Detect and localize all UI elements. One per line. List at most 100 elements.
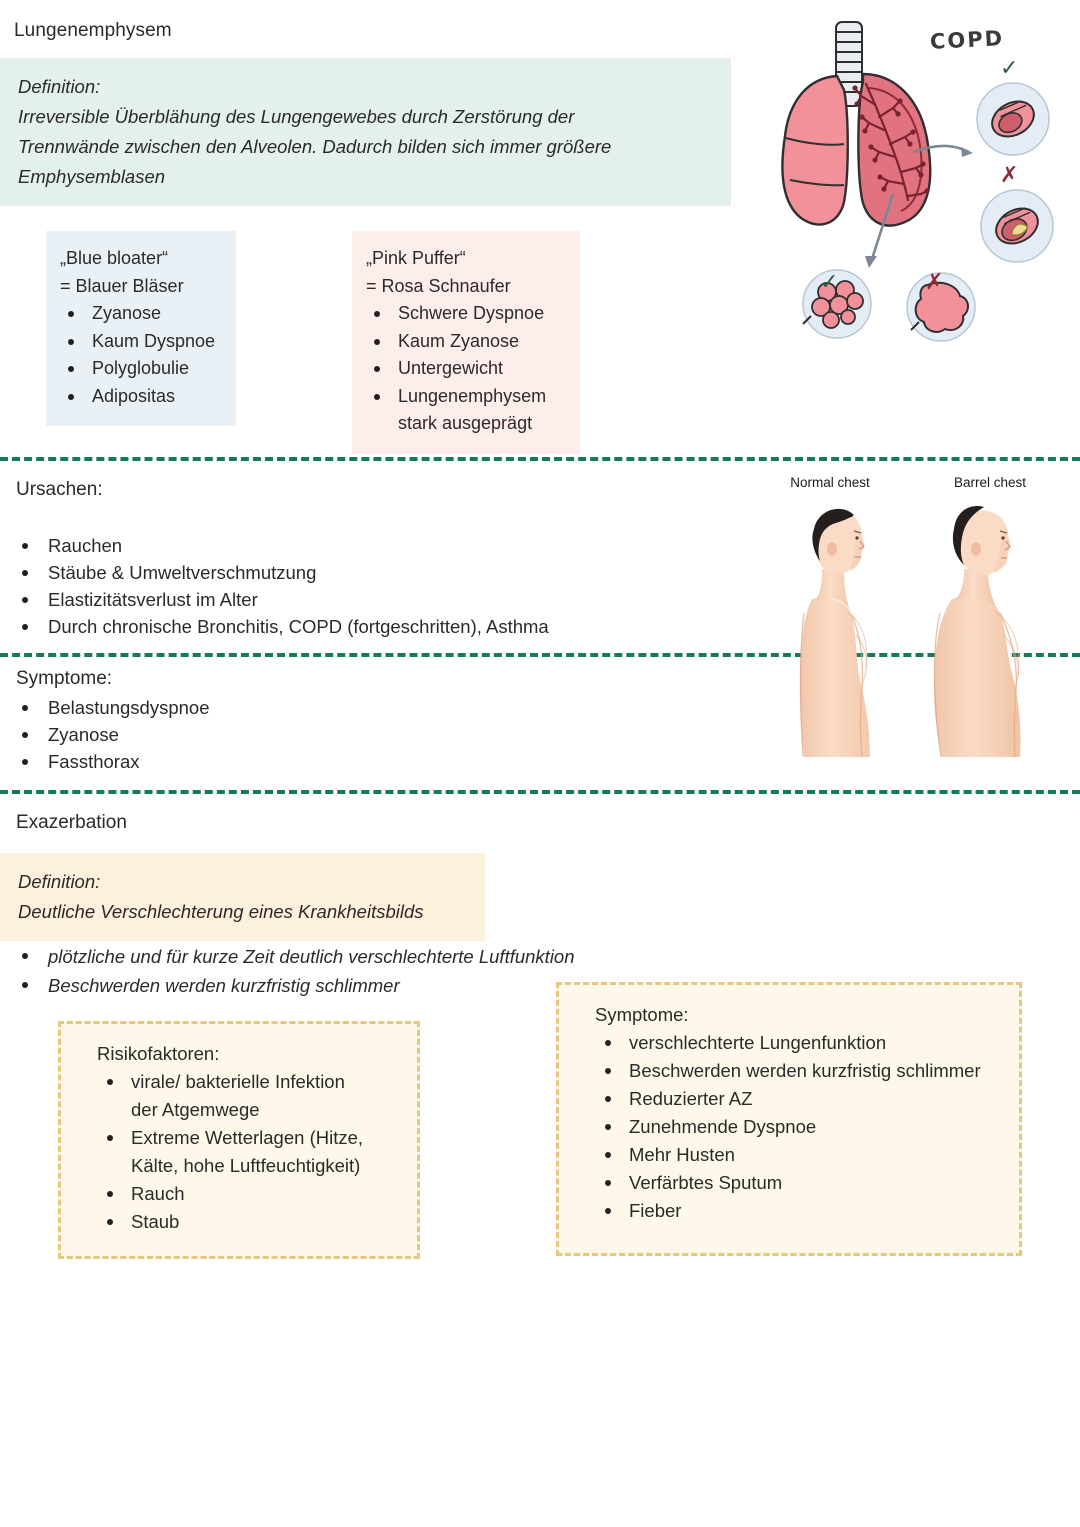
symptome-exazerbation-label: Symptome: [595,1004,689,1025]
list-item: Polyglobulie [60,355,222,383]
list-item: verschlechterte Lungenfunktion [577,1029,1003,1057]
bullet-icon [22,759,28,765]
list-item: Elastizitätsverlust im Alter [12,586,712,613]
pink-puffer-subheading: = Rosa Schnaufer [366,275,511,296]
exazerbation-bullet-list: plötzliche und für kurze Zeit deutlich v… [12,942,692,1000]
list-item: Verfärbtes Sputum [577,1169,1003,1197]
bullet-icon [605,1208,611,1214]
list-item-label-continued: der Atgemwege [131,1099,260,1120]
risikofaktoren-box: Risikofaktoren: virale/ bakterielle Infe… [58,1021,420,1259]
list-item-label: Verfärbtes Sputum [629,1172,783,1193]
symptome-emphysem-list: Belastungsdyspnoe Zyanose Fassthorax [12,694,512,775]
list-item-label: Zyanose [92,303,162,323]
list-item: Mehr Husten [577,1141,1003,1169]
cross-mark-icon-alveoli: ✗ [925,270,944,295]
list-item: Adipositas [60,383,222,411]
bullet-icon [605,1040,611,1046]
blue-bloater-list: Zyanose Kaum Dyspnoe Polyglobulie Adipos… [60,300,222,410]
list-item: Staub [79,1208,401,1236]
list-item-label: Untergewicht [398,358,504,378]
symptome-emphysem-label: Symptome: [16,668,113,689]
bullet-icon [68,366,74,372]
normal-chest-caption: Normal chest [790,475,870,490]
list-item: Schwere Dyspnoe [366,300,566,328]
list-item: Zyanose [12,721,512,748]
list-item-label: Beschwerden werden kurzfristig schlimmer [629,1060,981,1081]
bullet-icon [107,1135,113,1141]
bullet-icon [68,338,74,345]
list-item-label: Polyglobulie [92,358,190,378]
list-item-label-continued: stark ausgeprägt [398,413,533,433]
bullet-icon [605,1124,611,1130]
list-item-label: Elastizitätsverlust im Alter [48,589,258,610]
list-item-label: Beschwerden werden kurzfristig schlimmer [48,975,400,996]
list-item: Fassthorax [12,748,512,775]
list-item: Kaum Zyanose [366,328,566,356]
definition-line-1: Irreversible Überblähung des Lungengeweb… [18,106,575,127]
list-item-label: Schwere Dyspnoe [398,303,545,323]
list-item-label: Rauchen [48,535,123,556]
list-item-label: Adipositas [92,385,176,406]
section-divider-3 [0,790,1080,794]
list-item-label: Rauch [131,1183,185,1204]
bullet-icon [22,705,28,711]
list-item-label: Mehr Husten [629,1144,735,1165]
check-mark-icon-bronchiole: ✓ [1000,56,1019,81]
bullet-icon [605,1152,611,1158]
bullet-icon [22,732,28,738]
ursachen-list: Rauchen Stäube & Umweltverschmutzung Ela… [12,532,712,640]
check-mark-icon-alveoli: ✓ [820,270,839,295]
bullet-icon [22,624,28,630]
blue-bloater-box: „Blue bloater“ = Blauer Bläser Zyanose K… [46,231,236,426]
list-item: Beschwerden werden kurzfristig schlimmer [577,1057,1003,1085]
symptome-exazerbation-box: Symptome: verschlechterte Lungenfunktion… [556,982,1022,1256]
bullet-icon [605,1180,611,1186]
list-item-label: Extreme Wetterlagen (Hitze, [131,1127,364,1148]
list-item: Extreme Wetterlagen (Hitze, Kälte, hohe … [79,1124,401,1180]
blue-bloater-heading: „Blue bloater“ [60,248,169,268]
definition-line-1: Deutliche Verschlechterung eines Krankhe… [18,901,424,922]
list-item: Belastungsdyspnoe [12,694,512,721]
list-item-label: Kaum Zyanose [398,330,520,351]
bullet-icon [22,597,28,603]
list-item: Lungenemphysem stark ausgeprägt [366,383,566,438]
bullet-icon [374,338,380,345]
barrel-chest-caption: Barrel chest [953,475,1027,490]
list-item-label: Staub [131,1211,180,1232]
list-item: Beschwerden werden kurzfristig schlimmer [12,971,692,1000]
bullet-icon [68,311,74,317]
cross-mark-icon-bronchiole: ✗ [1000,163,1019,188]
definition-lungenemphysem-box: Definition: Irreversible Überblähung des… [0,58,731,206]
bullet-icon [22,982,28,988]
list-item-label: Fassthorax [48,751,140,772]
list-item-label: virale/ bakterielle Infektion [131,1071,345,1092]
list-item-label: Stäube & Umweltverschmutzung [48,562,317,583]
bullet-icon [68,393,74,400]
risikofaktoren-label: Risikofaktoren: [97,1043,220,1064]
list-item: Rauch [79,1180,401,1208]
list-item-label: Belastungsdyspnoe [48,697,210,718]
list-item-label-continued: Kälte, hohe Luftfeuchtigkeit) [131,1155,361,1176]
bullet-icon [374,393,380,400]
list-item: Kaum Dyspnoe [60,328,222,356]
copd-illustration-label: COPD [929,26,1005,54]
bullet-icon [107,1191,113,1197]
symptome-exazerbation-list: verschlechterte Lungenfunktion Beschwerd… [577,1029,1003,1225]
list-item-label: verschlechterte Lungenfunktion [629,1032,887,1053]
bullet-icon [22,543,28,549]
definition-label: Definition: [18,76,101,97]
bullet-icon [107,1219,113,1225]
list-item: Zunehmende Dyspnoe [577,1113,1003,1141]
definition-line-2: Trennwände zwischen den Alveolen. Dadurc… [18,136,612,157]
bullet-icon [107,1079,113,1085]
bullet-icon [374,311,380,317]
list-item: Fieber [577,1197,1003,1225]
risikofaktoren-list: virale/ bakterielle Infektion der Atgemw… [79,1068,401,1236]
definition-line-3: Emphysemblasen [18,166,166,187]
section-divider-2 [0,653,1080,657]
copd-lung-illustration [745,4,1075,344]
list-item: Zyanose [60,300,222,328]
pink-puffer-heading: „Pink Puffer“ [366,248,466,268]
bullet-icon [22,570,28,576]
exazerbation-title: Exazerbation [16,812,127,833]
